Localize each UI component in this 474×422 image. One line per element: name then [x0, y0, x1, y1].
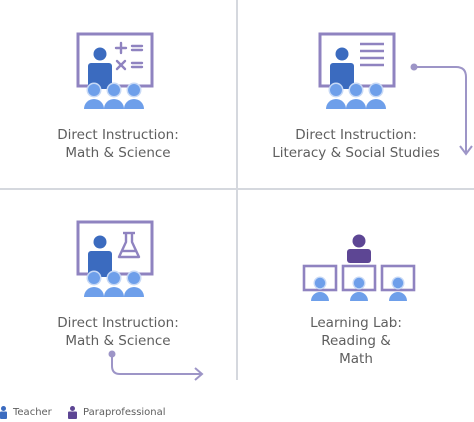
horizontal-divider	[0, 188, 474, 190]
station-3-teacher-board-icon	[76, 220, 154, 297]
flask-icon	[117, 231, 141, 259]
station-2-subject: Literacy & Social Studies	[272, 145, 440, 161]
station-3-subject: Math & Science	[65, 333, 171, 349]
legend-paraprofessional: Paraprofessional	[68, 406, 166, 419]
station-4-label: Learning Lab: Reading & Math	[238, 314, 474, 368]
station-3-title: Direct Instruction:	[57, 315, 179, 331]
station-4-learning-lab-icon	[302, 234, 416, 301]
station-2-teacher-board-icon	[318, 32, 396, 109]
station-1-label: Direct Instruction: Math & Science	[0, 126, 236, 162]
station-1-subject: Math & Science	[65, 145, 171, 161]
legend-teacher-label: Teacher	[13, 407, 52, 418]
station-4-subject-line1: Reading &	[321, 333, 391, 349]
station-4-subject-line2: Math	[339, 351, 373, 367]
legend-teacher: Teacher	[0, 406, 52, 419]
vertical-divider	[236, 0, 238, 380]
station-4-title: Learning Lab:	[310, 315, 402, 331]
legend-paraprofessional-label: Paraprofessional	[83, 407, 166, 418]
paraprofessional-icon	[68, 406, 77, 419]
station-1-title: Direct Instruction:	[57, 127, 179, 143]
station-2-title: Direct Instruction:	[295, 127, 417, 143]
math-symbols-icon	[114, 41, 144, 71]
station-1-teacher-board-icon	[76, 32, 154, 109]
station-2-label: Direct Instruction: Literacy & Social St…	[238, 126, 474, 162]
text-lines-icon	[360, 42, 384, 67]
teacher-icon	[0, 406, 7, 419]
computer-monitors-icon	[302, 264, 416, 292]
rotation-arrow-right	[108, 350, 204, 381]
station-3-label: Direct Instruction: Math & Science	[0, 314, 236, 350]
rotation-arrow-down	[410, 63, 473, 156]
